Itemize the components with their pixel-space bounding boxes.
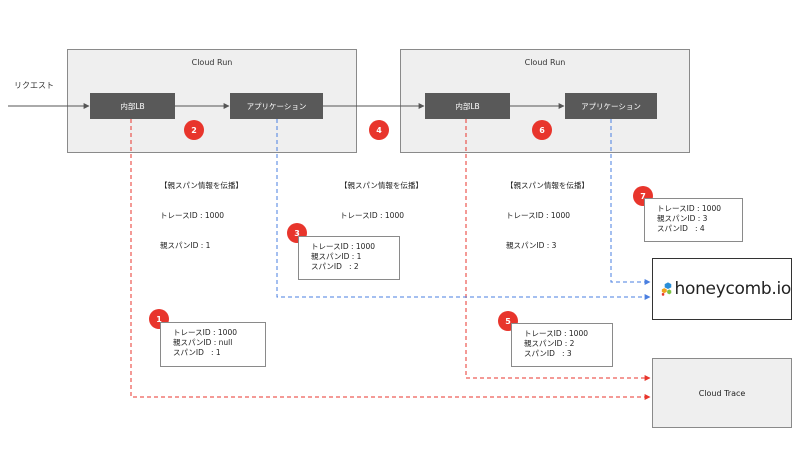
internal-lb-right: 内部LB <box>425 93 510 119</box>
badge-6: 6 <box>532 120 552 140</box>
internal-lb-left: 内部LB <box>90 93 175 119</box>
span-box-3: トレースID : 1000 親スパンID : 1 スパンID : 2 <box>298 236 400 280</box>
span-3-id: スパンID : 2 <box>311 262 359 271</box>
span-5-id: スパンID : 3 <box>524 349 572 358</box>
request-label: リクエスト <box>14 81 54 90</box>
note-6: 【親スパン情報を伝播】 トレースID : 1000 親スパンID : 3 <box>506 161 589 261</box>
lb-left-to-trace <box>130 119 651 400</box>
span-7-parent: 親スパンID : 3 <box>657 214 708 223</box>
honeycomb-box: honeycomb.io <box>652 258 792 320</box>
cloud-run-left-title: Cloud Run <box>191 58 233 67</box>
note-4-trace: トレースID : 1000 <box>340 211 404 220</box>
note-2-trace: トレースID : 1000 <box>160 211 224 220</box>
span-box-7: トレースID : 1000 親スパンID : 3 スパンID : 4 <box>644 198 743 242</box>
note-2-title: 【親スパン情報を伝播】 <box>160 181 243 190</box>
app-right-to-honeycomb <box>610 119 651 285</box>
span-7-id: スパンID : 4 <box>657 224 705 233</box>
cloud-trace-box: Cloud Trace <box>652 358 792 428</box>
span-box-5: トレースID : 1000 親スパンID : 2 スパンID : 3 <box>511 323 613 367</box>
span-box-1: トレースID : 1000 親スパンID : null スパンID : 1 <box>160 322 266 367</box>
note-6-title: 【親スパン情報を伝播】 <box>506 181 589 190</box>
span-1-parent: 親スパンID : null <box>173 338 233 347</box>
span-5-trace: トレースID : 1000 <box>524 329 588 338</box>
badge-2: 2 <box>184 120 204 140</box>
app-left-to-honeycomb <box>276 119 651 300</box>
span-1-trace: トレースID : 1000 <box>173 328 237 337</box>
honeycomb-brand: honeycomb.io <box>674 279 792 299</box>
application-right: アプリケーション <box>565 93 657 119</box>
note-6-parent: 親スパンID : 3 <box>506 241 557 250</box>
note-2: 【親スパン情報を伝播】 トレースID : 1000 親スパンID : 1 <box>160 161 243 261</box>
honeycomb-logo-icon <box>661 282 672 296</box>
note-4-title: 【親スパン情報を伝播】 <box>340 181 423 190</box>
note-2-parent: 親スパンID : 1 <box>160 241 211 250</box>
application-left: アプリケーション <box>230 93 323 119</box>
span-3-parent: 親スパンID : 1 <box>311 252 362 261</box>
span-7-trace: トレースID : 1000 <box>657 204 721 213</box>
lb-right-to-trace <box>465 119 651 381</box>
span-5-parent: 親スパンID : 2 <box>524 339 575 348</box>
cloud-run-right-title: Cloud Run <box>524 58 566 67</box>
note-6-trace: トレースID : 1000 <box>506 211 570 220</box>
span-1-id: スパンID : 1 <box>173 348 221 357</box>
span-3-trace: トレースID : 1000 <box>311 242 375 251</box>
badge-4: 4 <box>369 120 389 140</box>
